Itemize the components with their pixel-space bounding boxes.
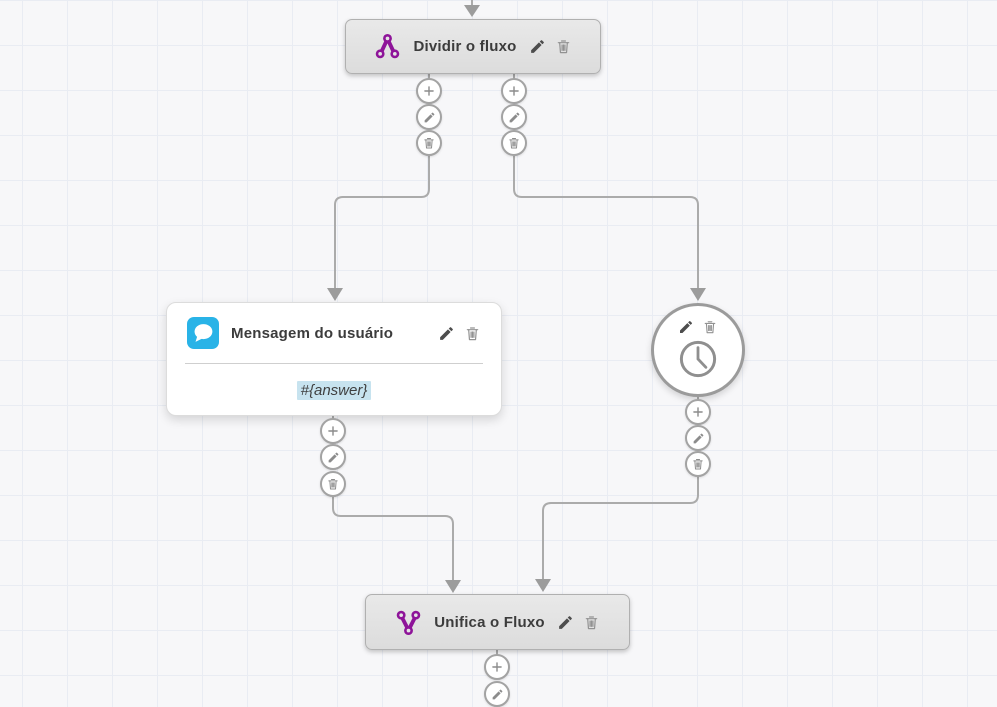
arrowhead bbox=[535, 579, 551, 592]
connector-timer-to-merge bbox=[542, 477, 699, 580]
add-connection-button[interactable] bbox=[685, 399, 711, 425]
node-title: Dividir o fluxo bbox=[413, 38, 517, 55]
node-user-message[interactable]: Mensagem do usuário #{answer} bbox=[166, 302, 502, 416]
arrowhead bbox=[327, 288, 343, 301]
node-title: Mensagem do usuário bbox=[231, 324, 394, 342]
flow-connectors bbox=[327, 0, 706, 655]
add-connection-button[interactable] bbox=[484, 654, 510, 680]
arrowhead bbox=[690, 288, 706, 301]
node-header: Mensagem do usuário bbox=[167, 303, 501, 363]
add-connection-button[interactable] bbox=[320, 418, 346, 444]
edit-connection-button[interactable] bbox=[685, 425, 711, 451]
arrowhead bbox=[445, 580, 461, 593]
connector-split-to-message bbox=[334, 156, 430, 289]
chat-bubble-icon bbox=[187, 317, 219, 349]
node-divider bbox=[185, 363, 483, 364]
delete-node-icon[interactable] bbox=[555, 38, 572, 55]
delete-connection-button[interactable] bbox=[501, 130, 527, 156]
node-title: Unifica o Fluxo bbox=[434, 613, 545, 631]
add-connection-button[interactable] bbox=[501, 78, 527, 104]
delete-connection-button[interactable] bbox=[320, 471, 346, 497]
variable-chip[interactable]: #{answer} bbox=[296, 380, 372, 400]
node-split-flow[interactable]: Dividir o fluxo bbox=[345, 19, 601, 74]
delete-node-icon[interactable] bbox=[464, 325, 481, 342]
node-timer[interactable] bbox=[651, 303, 745, 397]
connector-split-to-timer bbox=[513, 156, 699, 289]
node-merge-flow[interactable]: Unifica o Fluxo bbox=[365, 594, 630, 650]
delete-node-icon[interactable] bbox=[583, 614, 600, 631]
edit-connection-button[interactable] bbox=[501, 104, 527, 130]
delete-node-icon[interactable] bbox=[702, 319, 718, 335]
edit-node-icon[interactable] bbox=[438, 325, 455, 342]
merge-flow-icon bbox=[395, 609, 422, 636]
edit-node-icon[interactable] bbox=[529, 38, 546, 55]
add-connection-button[interactable] bbox=[416, 78, 442, 104]
delete-connection-button[interactable] bbox=[685, 451, 711, 477]
clock-icon bbox=[677, 338, 719, 380]
split-flow-icon bbox=[374, 33, 401, 60]
edit-connection-button[interactable] bbox=[320, 444, 346, 470]
delete-connection-button[interactable] bbox=[416, 130, 442, 156]
node-body: #{answer} bbox=[167, 364, 501, 416]
edit-connection-button[interactable] bbox=[484, 681, 510, 707]
edit-node-icon[interactable] bbox=[557, 614, 574, 631]
connector-message-to-merge bbox=[332, 497, 454, 581]
arrowhead bbox=[464, 5, 480, 17]
edit-node-icon[interactable] bbox=[678, 319, 694, 335]
edit-connection-button[interactable] bbox=[416, 104, 442, 130]
